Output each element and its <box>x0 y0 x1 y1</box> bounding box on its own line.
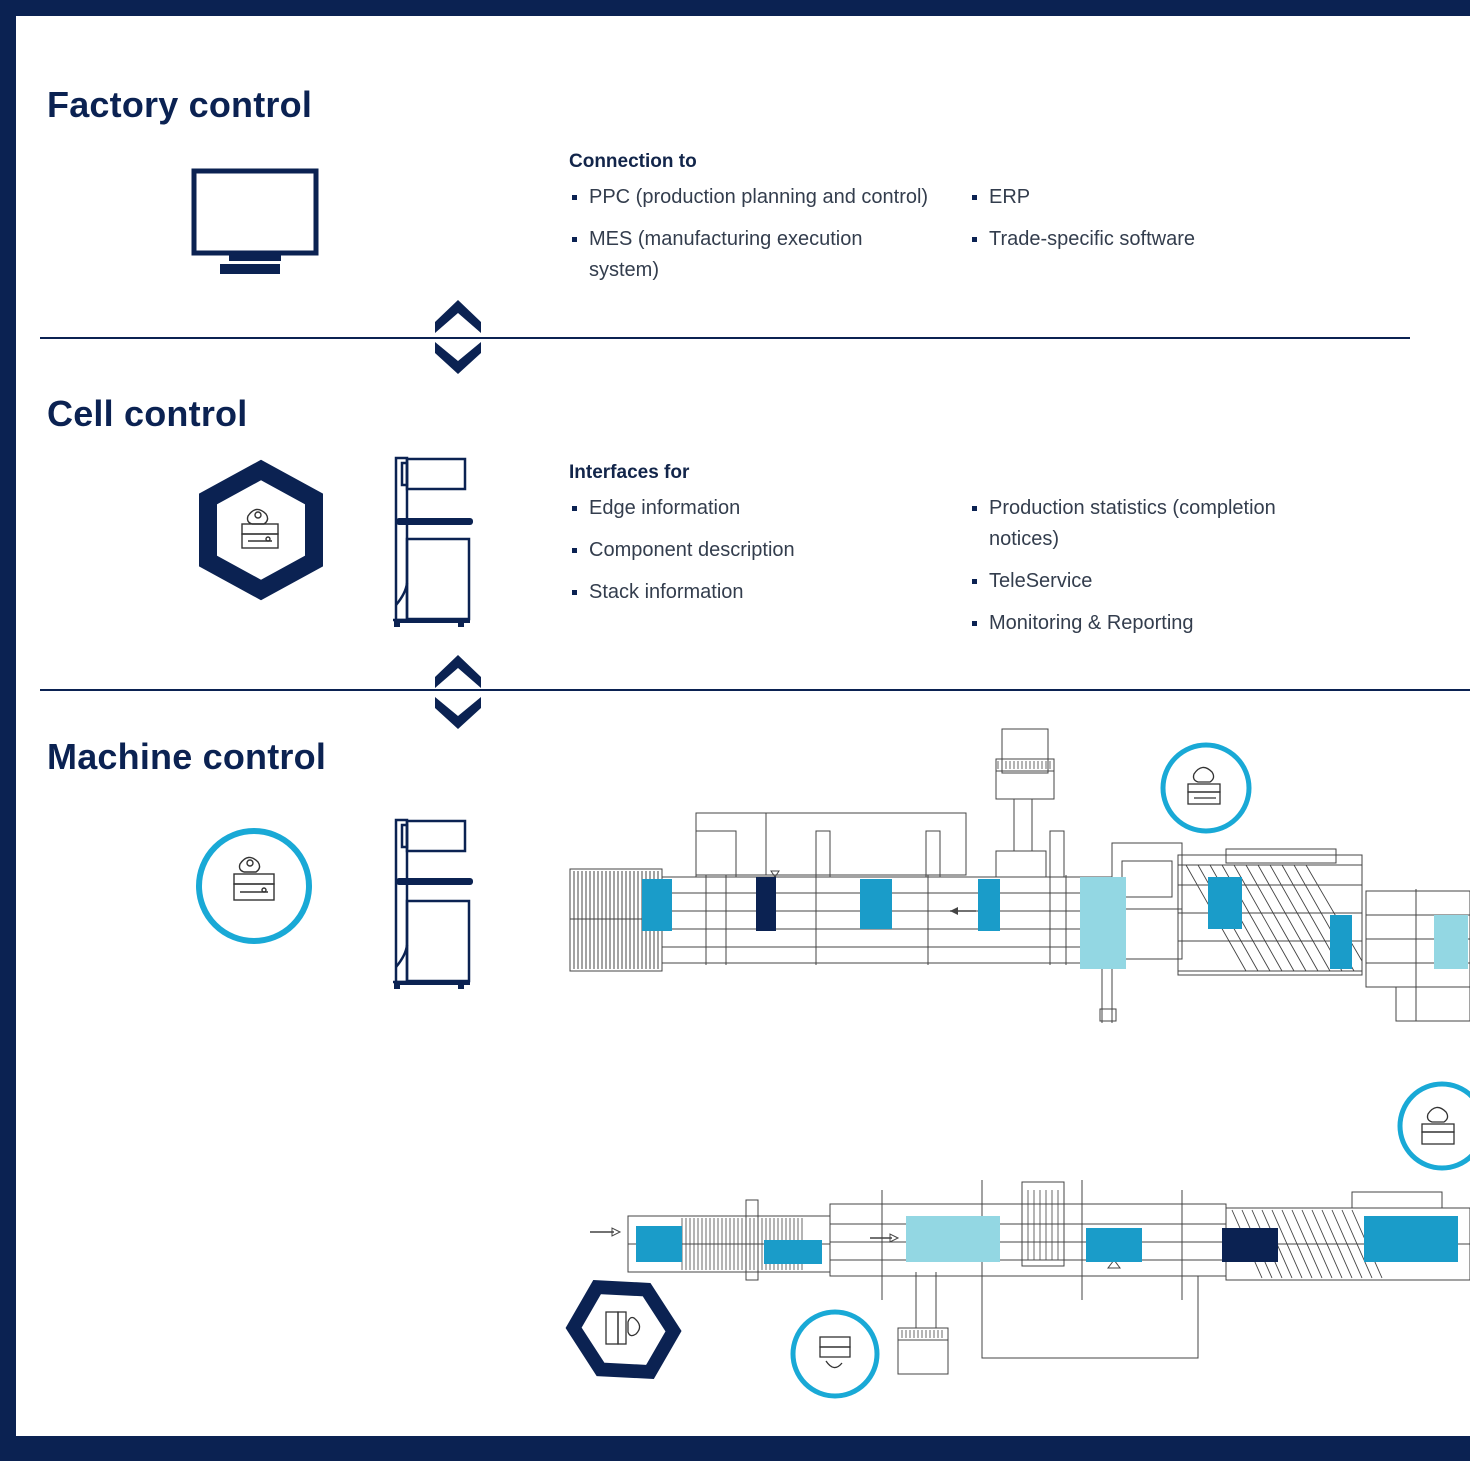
panel-blue <box>1330 915 1352 969</box>
separator-factory-cell <box>40 337 1410 339</box>
panel-light-blue <box>906 1216 1000 1262</box>
panel-blue <box>978 879 1000 931</box>
factory-subtitle: Connection to <box>569 151 697 172</box>
cell-list-left: Edge information Component description S… <box>570 493 950 619</box>
monitor-icon <box>191 168 319 274</box>
list-item: Monitoring & Reporting <box>970 608 1310 639</box>
factory-list-right: ERP Trade-specific software <box>970 182 1350 266</box>
cell-control-title: Cell control <box>47 393 248 434</box>
machine-control-title: Machine control <box>47 736 327 777</box>
separator-cell-machine <box>40 689 1470 691</box>
hexagon-operator-station-icon <box>199 459 323 601</box>
factory-list-left: PPC (production planning and control) ME… <box>570 182 950 297</box>
double-arrow-up-down-icon <box>435 655 481 729</box>
list-item: Edge information <box>570 493 950 524</box>
hexagon-operator-station-icon <box>565 1280 682 1380</box>
list-item: ERP <box>970 182 1350 213</box>
control-cabinet-icon <box>393 456 473 627</box>
panel-navy <box>1222 1228 1278 1262</box>
panel-blue <box>764 1240 822 1264</box>
panel-blue <box>1208 877 1242 929</box>
panel-navy <box>756 877 776 931</box>
cell-subtitle: Interfaces for <box>569 462 690 483</box>
circle-operator-station-icon <box>196 828 312 944</box>
circle-operator-station-icon <box>790 1309 880 1399</box>
production-line-upper <box>569 728 1470 1023</box>
list-item: Stack information <box>570 577 950 608</box>
cell-list-right: Production statistics (completion notice… <box>970 493 1310 650</box>
panel-blue <box>1086 1228 1142 1262</box>
panel-blue <box>642 879 672 931</box>
list-item: TeleService <box>970 566 1310 597</box>
double-arrow-up-down-icon <box>435 300 481 374</box>
list-item: PPC (production planning and control) <box>570 182 950 213</box>
panel-blue <box>860 879 892 929</box>
list-item: Trade-specific software <box>970 224 1350 255</box>
list-item: Production statistics (completion notice… <box>970 493 1310 555</box>
control-cabinet-icon <box>393 818 473 989</box>
panel-blue <box>1364 1216 1458 1262</box>
factory-control-title: Factory control <box>47 84 313 125</box>
panel-light-blue <box>1080 877 1126 969</box>
production-line-lower <box>590 1180 1470 1375</box>
circle-operator-station-icon <box>1397 1081 1470 1171</box>
circle-operator-station-icon <box>1160 742 1252 834</box>
list-item: Component description <box>570 535 950 566</box>
list-item: MES (manufacturing execution system) <box>570 224 889 286</box>
panel-light-blue <box>1434 915 1468 969</box>
panel-blue <box>636 1226 682 1262</box>
